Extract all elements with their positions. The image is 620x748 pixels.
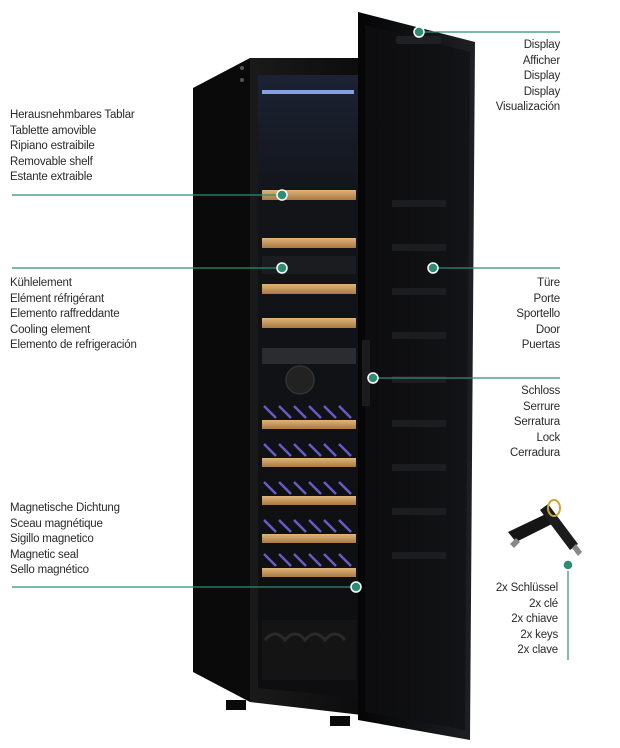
shelf-label-de: Herausnehmbares Tablar — [10, 109, 135, 121]
key-set — [508, 499, 582, 556]
display-label-it: Display — [523, 70, 561, 82]
wooden-shelf — [262, 284, 356, 294]
bottom-bottle-rack — [262, 620, 356, 680]
keys-label-it: 2x chiave — [511, 613, 558, 625]
shelf-label-it: Ripiano estraibile — [10, 140, 95, 152]
display-label-de: Display — [523, 39, 561, 51]
cooling-element-marker — [276, 262, 288, 274]
cooling-label-en: Cooling element — [10, 323, 91, 336]
callout-leaders — [12, 31, 569, 660]
display-label-fr: Afficher — [522, 54, 560, 67]
keys-label-de: 2x Schlüssel — [495, 582, 558, 594]
bottle-shelf — [262, 405, 356, 429]
door-handle — [362, 340, 370, 406]
door-reflection — [392, 376, 446, 383]
keys-label-en: 2x keys — [520, 628, 558, 641]
door-label-es: Puertas — [521, 339, 560, 351]
cooling-label-it: Elemento raffreddante — [10, 308, 120, 320]
display-label-en: Display — [523, 85, 561, 98]
display-label-es: Visualización — [495, 101, 561, 113]
shelf-label-es: Estante extraible — [10, 171, 93, 183]
lock-label-fr: Serrure — [523, 400, 560, 413]
cabinet-body — [193, 58, 362, 715]
door-reflection — [392, 244, 446, 251]
seal-label-de: Magnetische Dichtung — [10, 502, 120, 514]
door-reflection-lines — [392, 200, 446, 559]
lock-marker — [367, 372, 379, 384]
bottle-shelf — [262, 553, 356, 577]
bottle-shelf — [262, 481, 356, 505]
magnetic-seal-callout: Magnetische Dichtung Sceau magnétique Si… — [10, 501, 120, 579]
cabinet-foot — [226, 700, 246, 710]
shelf-marker — [276, 189, 288, 201]
seal-label-es: Sello magnético — [10, 564, 89, 576]
bottle-shelf — [262, 443, 356, 467]
door-label-it: Sportello — [516, 308, 560, 320]
seal-label-it: Sigillo magnetico — [10, 533, 94, 545]
lock-label-en: Lock — [536, 431, 561, 444]
bottle-shelf — [262, 519, 356, 543]
cooling-label-fr: Elément réfrigérant — [10, 292, 104, 305]
led-light-strip — [262, 90, 354, 94]
wooden-shelf — [262, 190, 356, 200]
callout-dots — [276, 26, 574, 593]
display-callout: Display Afficher Display Display Visuali… — [495, 38, 561, 116]
keys-callout: 2x Schlüssel 2x clé 2x chiave 2x keys 2x… — [496, 581, 558, 659]
door-label-fr: Porte — [533, 292, 561, 305]
lock-callout: Schloss Serrure Serratura Lock Cerradura — [510, 384, 560, 462]
door-reflection — [392, 200, 446, 207]
shelf-stack — [262, 190, 356, 577]
door-reflection — [392, 552, 446, 559]
seal-label-en: Magnetic seal — [10, 548, 79, 561]
door-label-de: Türe — [537, 277, 560, 289]
wooden-shelf — [262, 318, 356, 328]
seal-label-fr: Sceau magnétique — [10, 517, 103, 530]
lock-label-es: Cerradura — [510, 447, 560, 459]
wooden-shelf — [262, 238, 356, 248]
door-callout: Türe Porte Sportello Door Puertas — [516, 276, 560, 354]
keys-label-es: 2x clave — [517, 644, 558, 656]
cooling-label-de: Kühlelement — [10, 277, 72, 289]
lock-label-it: Serratura — [513, 416, 560, 428]
cooling-label-es: Elemento de refrigeración — [10, 339, 137, 351]
door-reflection — [392, 420, 446, 427]
door-reflection — [392, 288, 446, 295]
display-panel — [396, 36, 441, 44]
keys-marker — [562, 559, 574, 571]
door-marker — [427, 262, 439, 274]
shelf-label-en: Removable shelf — [10, 155, 93, 168]
keys-label-fr: 2x clé — [529, 597, 558, 610]
seal-marker — [350, 581, 362, 593]
display-marker — [413, 26, 425, 38]
cooling-element-callout: Kühlelement Elément réfrigérant Elemento… — [10, 276, 137, 354]
door-reflection — [392, 464, 446, 471]
door-reflection — [392, 508, 446, 515]
removable-shelf-callout: Herausnehmbares Tablar Tablette amovible… — [10, 108, 135, 186]
door-label-en: Door — [535, 323, 560, 336]
lock-label-de: Schloss — [521, 385, 560, 397]
cabinet-foot — [330, 716, 350, 726]
shelf-label-fr: Tablette amovible — [10, 124, 97, 137]
door-reflection — [392, 332, 446, 339]
